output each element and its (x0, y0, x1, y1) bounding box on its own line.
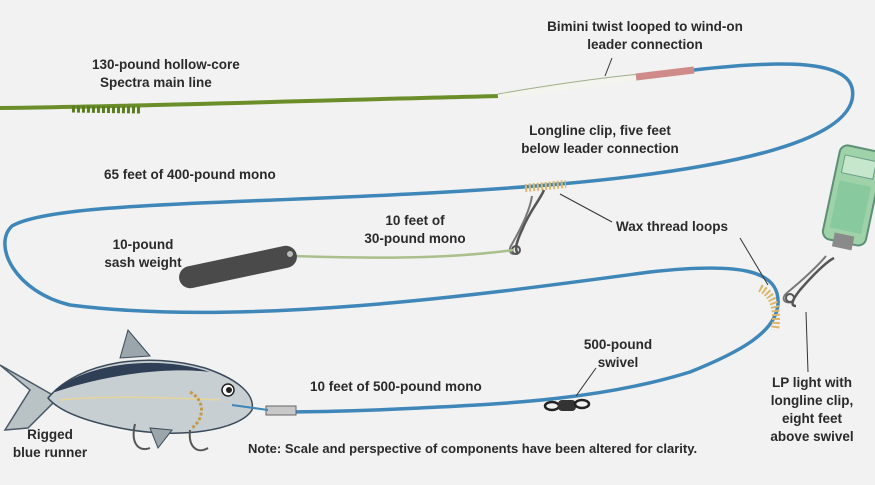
label-lp-light: LP light with longline clip, eight feet … (770, 375, 854, 444)
callout-line-wax-upper (559, 193, 613, 223)
label-mono-30: 10 feet of 30-pound mono (364, 213, 466, 246)
callout-line-swivel (575, 367, 597, 397)
label-sash-weight: 10-pound sash weight (104, 237, 182, 270)
scale-note: Note: Scale and perspective of component… (248, 441, 698, 456)
leader-crimp (265, 405, 297, 416)
label-swivel: 500-pound swivel (583, 337, 653, 370)
label-longline-clip: Longline clip, five feet below leader co… (521, 123, 679, 156)
spectra-braid-section (71, 105, 141, 114)
callout-line-light (805, 311, 809, 373)
label-main-line: 130-pound hollow-core Spectra main line (92, 57, 240, 90)
blue-runner-fish-icon (0, 328, 269, 452)
longline-clip-icon (508, 189, 546, 255)
label-mono-65: 65 feet of 400-pound mono (104, 167, 276, 182)
sash-weight-icon (179, 245, 297, 289)
lp-light-icon (782, 144, 875, 308)
wind-on-leader (635, 66, 695, 81)
label-wax-loops: Wax thread loops (616, 219, 729, 234)
callout-line-wax-lower (739, 237, 769, 286)
callout-line-bimini (604, 57, 613, 77)
label-rigged-runner: Rigged blue runner (12, 427, 88, 460)
mono-400-line (3, 62, 855, 414)
wax-thread-loop-upper (524, 180, 567, 192)
wax-thread-loop-lower (757, 284, 781, 331)
bimini-twist (497, 75, 641, 99)
mono-30-line (291, 248, 515, 259)
label-bimini: Bimini twist looped to wind-on leader co… (547, 19, 743, 52)
swivel-icon (543, 398, 591, 412)
bimini-outline (497, 73, 641, 95)
label-mono-500: 10 feet of 500-pound mono (310, 379, 482, 394)
spectra-main-line (0, 94, 501, 110)
